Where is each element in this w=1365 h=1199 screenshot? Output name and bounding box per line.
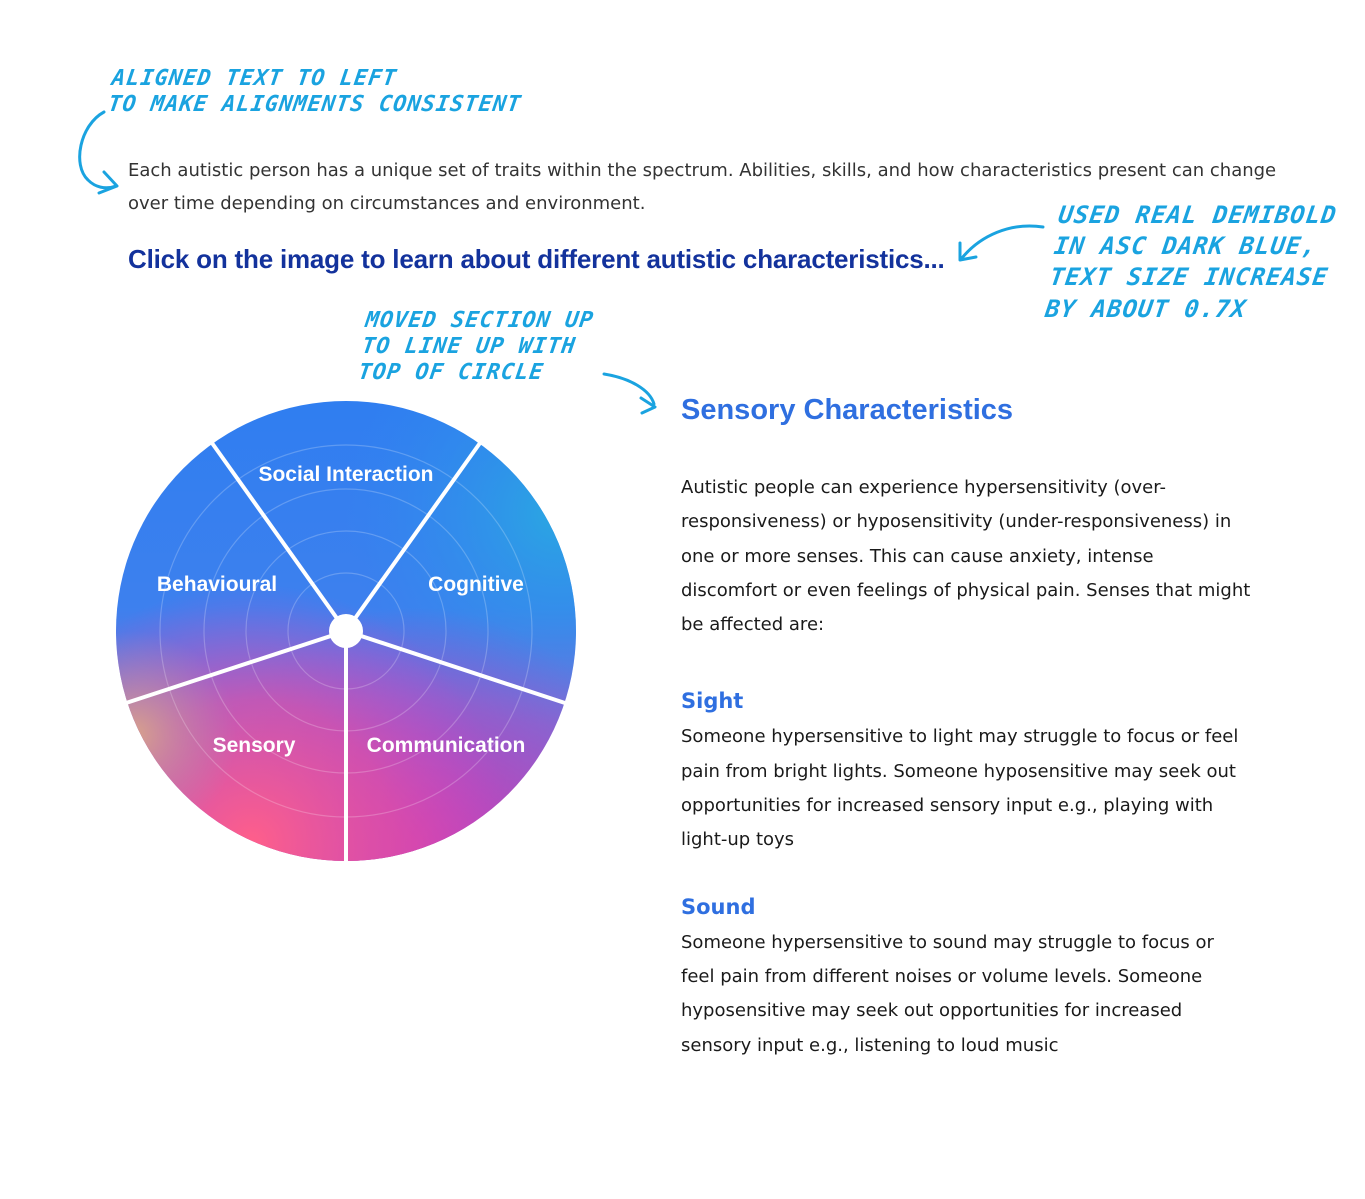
detail-section-body: Someone hypersensitive to light may stru… xyxy=(681,726,1239,851)
detail-section-sound: Sound Someone hypersensitive to sound ma… xyxy=(681,892,1251,1063)
segment-behavioural[interactable]: Behavioural xyxy=(157,573,277,596)
segment-sensory[interactable]: Sensory xyxy=(213,734,296,757)
segment-communication[interactable]: Communication xyxy=(367,734,526,757)
detail-section-heading: Sound xyxy=(681,894,756,919)
annotation-arrow-cta xyxy=(958,224,1045,262)
segment-label-sensory: Sensory xyxy=(213,734,296,757)
annotation-align-note: Aligned text to left to make alignments … xyxy=(106,66,524,117)
annotation-arrow-section xyxy=(602,372,657,415)
segment-cognitive[interactable]: Cognitive xyxy=(428,573,524,596)
segment-social-interaction[interactable]: Social Interaction xyxy=(258,463,433,486)
detail-title: Sensory Characteristics xyxy=(681,394,1014,426)
segment-label-behavioural: Behavioural xyxy=(157,573,277,596)
intro-paragraph: Each autistic person has a unique set of… xyxy=(128,160,1277,214)
wheel-center-dot xyxy=(329,614,363,648)
detail-section-body: Someone hypersensitive to sound may stru… xyxy=(681,931,1214,1056)
cta-heading: Click on the image to learn about differ… xyxy=(128,244,945,274)
segment-label-social-interaction: Social Interaction xyxy=(258,463,433,486)
characteristics-wheel[interactable]: Social Interaction Cognitive Communicati… xyxy=(110,395,582,867)
detail-section-heading: Sight xyxy=(681,689,744,714)
annotation-section-note: Moved section up to line up with top of … xyxy=(356,308,596,385)
detail-panel: Sensory Characteristics Autistic people … xyxy=(681,394,1251,1063)
detail-intro: Autistic people can experience hypersens… xyxy=(681,477,1251,636)
detail-section-sight: Sight Someone hypersensitive to light ma… xyxy=(681,686,1251,857)
annotation-arrow-left xyxy=(78,110,119,195)
wheel-dividers xyxy=(125,441,566,865)
segment-label-cognitive: Cognitive xyxy=(428,573,524,596)
segment-label-communication: Communication xyxy=(367,734,526,757)
